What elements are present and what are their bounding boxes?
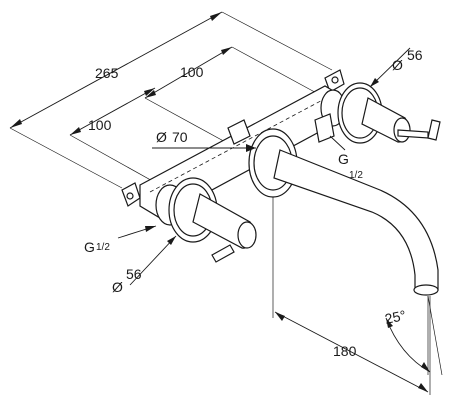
dimension-left-rosette: Ø 56 (112, 235, 177, 295)
dimension-valve-spacing-lower: 100 (69, 87, 166, 189)
label-thread-left-fraction: 1/2 (96, 242, 110, 253)
dimension-center-rosette: Ø 70 (152, 129, 256, 152)
thread-left: G 1/2 (84, 225, 157, 255)
dimension-spout-angle: 25° (383, 295, 443, 376)
dimension-valve-spacing-upper: 100 (144, 46, 323, 151)
label-spout-projection: 180 (333, 343, 357, 359)
label-center-rosette-symbol: Ø (156, 129, 167, 145)
dimension-right-rosette: Ø 56 (369, 47, 423, 88)
label-thread-left: G (84, 239, 95, 255)
label-thread-right-fraction: 1/2 (349, 170, 363, 181)
label-valve-spacing-lower: 100 (88, 117, 112, 133)
label-left-rosette-symbol: Ø (112, 279, 123, 295)
left-valve (155, 177, 257, 263)
label-thread-right: G (338, 151, 349, 167)
label-left-rosette-diameter: 56 (126, 266, 142, 282)
spout-assembly (248, 128, 439, 296)
label-center-rosette-diameter: 70 (172, 129, 188, 145)
label-right-rosette-diameter: 56 (407, 47, 423, 63)
thread-right: G 1/2 (329, 135, 363, 181)
dimension-overall-width: 265 (9, 11, 333, 189)
dimension-spout-projection: 180 (272, 197, 431, 395)
label-valve-spacing-upper: 100 (180, 64, 204, 80)
label-spout-angle: 25° (383, 307, 407, 327)
right-valve (314, 82, 441, 144)
label-right-rosette-symbol: Ø (392, 57, 403, 73)
label-overall-width: 265 (95, 65, 119, 81)
